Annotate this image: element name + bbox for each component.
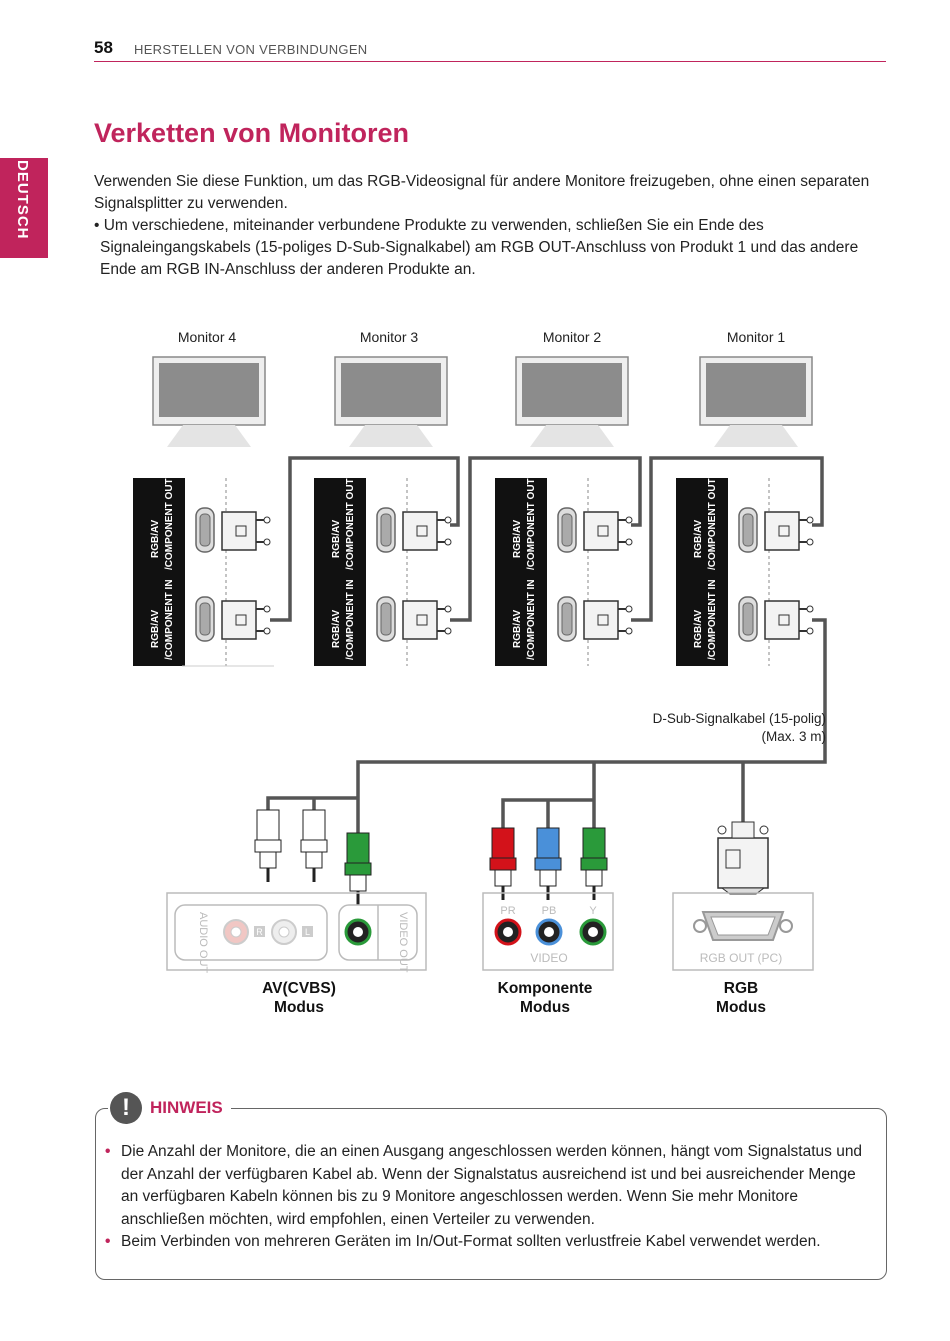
p3-in-port-icon [376,596,396,642]
p4-out-port-icon [195,507,215,553]
rgb-mode-title: RGB [724,980,758,997]
p2-out-plug-icon [583,511,633,551]
white-rca-plug-icon [253,808,283,884]
monitor-3-icon [334,356,448,448]
chain-cable-3-2 [450,456,642,622]
audio-r-label: R [256,927,263,937]
p2-out-label-2: /COMPONENT OUT [526,478,537,570]
p3-in-plug-icon [402,600,452,640]
p4-out-label-1: RGB/AV [150,520,161,558]
monitor-2-icon [515,356,629,448]
p4-out-plug-icon [221,511,271,551]
port-panel-4 [133,478,274,667]
monitor-1-icon [699,356,813,448]
note-item: Beim Verbinden von mehreren Geräten im I… [105,1231,865,1254]
green-rca-plug-icon [579,826,609,902]
page-title: Verketten von Monitoren [94,118,410,148]
rgb-mode-subtitle: Modus [716,999,766,1016]
p3-out-port-icon [376,507,396,553]
p2-in-label-1: RGB/AV [512,610,523,648]
p2-out-label-1: RGB/AV [512,520,523,558]
monitor-1-label: Monitor 1 [727,329,786,345]
monitor-2-label: Monitor 2 [543,329,602,345]
p1-in-port-icon [738,596,758,642]
p4-out-label-2: /COMPONENT OUT [164,478,175,570]
page-number: 58 [94,38,113,57]
language-tab-label: DEUTSCH [14,160,31,240]
header-rule [94,61,886,62]
instruction-bullet: • Um verschiedene, miteinander verbunden… [94,217,859,278]
p4-in-port-icon [195,596,215,642]
monitor-3-label: Monitor 3 [360,329,419,345]
component-mode-title: Komponente [498,980,593,997]
y-label: Y [589,905,597,917]
note-list: Die Anzahl der Monitore, die an einen Au… [105,1141,865,1254]
port-panel-2 [495,478,589,666]
av-mode-subtitle: Modus [274,999,324,1016]
chain-cable-4-3 [270,456,460,622]
p1-out-port-icon [738,507,758,553]
monitor-4-icon [152,356,266,448]
video-label: VIDEO [530,951,567,965]
audio-l-label: L [305,927,310,937]
rgb-panel: RGB OUT (PC) [672,892,814,971]
p4-in-label-1: RGB/AV [150,610,161,648]
audio-out-label: AUDIO OUT [197,912,209,973]
p2-in-plug-icon [583,600,633,640]
red-rca-plug-icon [488,826,518,902]
blue-rca-plug-icon [533,826,563,902]
component-mode-subtitle: Modus [520,999,570,1016]
exclamation-icon: ! [110,1092,142,1124]
rgb-out-label: RGB OUT (PC) [700,951,782,965]
rgb-source-plug-icon [717,821,769,895]
daisy-chain-diagram: Monitor 4 Monitor 3 Monitor 2 Monitor 1 … [133,329,827,1016]
p1-in-label-2: /COMPONENT IN [707,579,718,660]
note-label: HINWEIS [150,1098,223,1117]
av-mode-title: AV(CVBS) [262,980,336,997]
language-tab: DEUTSCH [0,158,48,258]
p3-out-label-1: RGB/AV [331,520,342,558]
intro-paragraph: Verwenden Sie diese Funktion, um das RGB… [94,173,870,212]
pb-label: PB [542,905,557,917]
cable-sublabel: (Max. 3 m) [761,729,826,744]
port-panel-3 [314,478,408,666]
p3-out-plug-icon [402,511,452,551]
source-cable [356,618,827,798]
component-panel: PR PB Y VIDEO [482,892,614,971]
p3-in-label-1: RGB/AV [331,610,342,648]
p1-in-label-1: RGB/AV [693,610,704,648]
p4-in-label-2: /COMPONENT IN [164,579,175,660]
white-rca-plug-icon [299,808,329,884]
p1-in-plug-icon [764,600,814,640]
p4-in-plug-icon [221,600,271,640]
video-out-label: VIDEO OUT [397,912,409,973]
section-header: HERSTELLEN VON VERBINDUNGEN [134,42,368,57]
monitor-4-label: Monitor 4 [178,329,237,345]
p1-out-plug-icon [764,511,814,551]
av-panel [166,892,427,971]
p2-out-port-icon [557,507,577,553]
note-item: Die Anzahl der Monitore, die an einen Au… [105,1141,865,1231]
p2-in-port-icon [557,596,577,642]
p1-out-label-1: RGB/AV [693,520,704,558]
p1-out-label-2: /COMPONENT OUT [707,478,718,570]
note-header: ! HINWEIS [108,1092,231,1124]
chain-cable-2-1 [631,456,824,622]
p3-in-label-2: /COMPONENT IN [345,579,356,660]
p3-out-label-2: /COMPONENT OUT [345,478,356,570]
branch-component [501,762,596,830]
port-panel-1 [676,478,770,666]
green-rca-plug-icon [343,831,373,907]
p2-in-label-2: /COMPONENT IN [526,579,537,660]
cable-label: D-Sub-Signalkabel (15-polig) [653,711,826,726]
pr-label: PR [500,905,515,917]
